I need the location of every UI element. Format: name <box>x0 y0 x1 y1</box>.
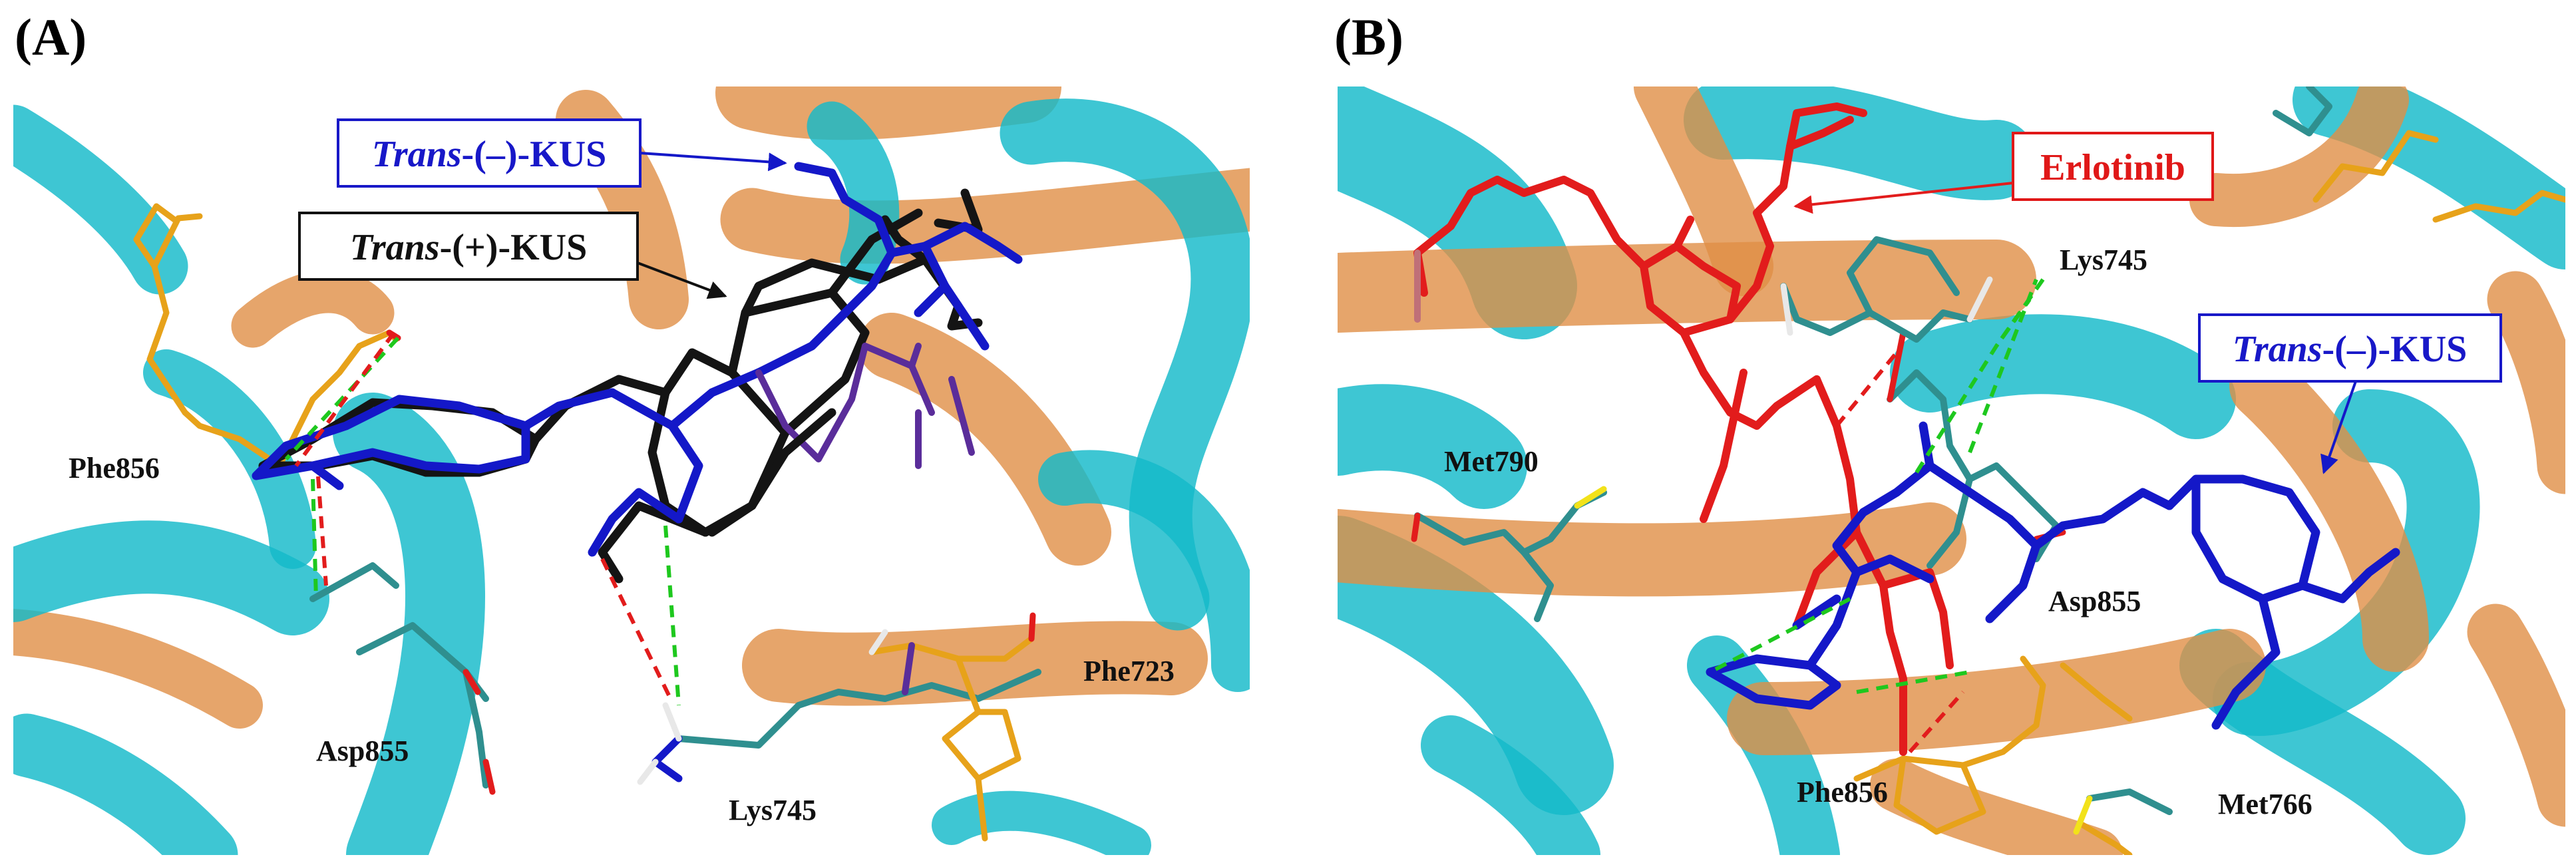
panel-b-label: (B) <box>1334 8 1403 66</box>
panel-a-residue-asp855: Asp855 <box>316 735 409 767</box>
panel-b-top-right-sidechains <box>2273 87 2565 223</box>
panel-b-lys745-sidechain <box>1780 236 1993 343</box>
panel-a-trans-plus-kus-callout: Trans-(+)-KUS <box>298 212 727 299</box>
panel-b-trans-minus-arrow <box>2320 381 2357 474</box>
panel-a-asp855-sidechain <box>309 562 496 795</box>
panel-b-trans-minus-kus-ligand <box>1706 421 2400 730</box>
panel-b-hydrogen-bonds <box>1709 278 2045 753</box>
svg-text:Trans-(–)-KUS: Trans-(–)-KUS <box>372 134 607 175</box>
panel-a-trans-plus-italic: Trans <box>350 227 440 268</box>
panel-b-met766-sidechain <box>2073 788 2173 855</box>
panel-b-residue-asp855: Asp855 <box>2048 585 2141 617</box>
svg-text:Trans-(–)-KUS: Trans-(–)-KUS <box>2233 329 2468 370</box>
panel-a-residue-lys745: Lys745 <box>729 794 817 826</box>
panel-b-erlotinib-text: Erlotinib <box>2040 147 2185 188</box>
panel-b-residue-phe856: Phe856 <box>1797 776 1888 808</box>
panel-a-residue-phe723: Phe723 <box>1083 655 1175 687</box>
panel-a-trans-plus-rest: -(+)-KUS <box>440 227 588 268</box>
panel-a-trans-minus-kus-callout: Trans-(–)-KUS <box>337 118 787 188</box>
panel-b-trans-minus-rest: -(–)-KUS <box>2322 329 2468 370</box>
panel-b-met790-sidechain <box>1411 486 1607 622</box>
panel-b-erlotinib-arrow <box>1793 182 2014 214</box>
panel-b-residue-met766: Met766 <box>2218 788 2312 820</box>
panel-b-trans-minus-kus-callout: Trans-(–)-KUS <box>2198 313 2502 474</box>
panel-b-trans-minus-italic: Trans <box>2233 329 2322 370</box>
panel-a-hydrogen-bonds <box>284 331 681 706</box>
panel-b-erlotinib-callout: Erlotinib <box>1793 132 2214 214</box>
panel-a-residue-phe856: Phe856 <box>69 452 160 484</box>
panel-b-residue-met790: Met790 <box>1444 445 1539 478</box>
panel-a-trans-minus-rest: -(–)-KUS <box>462 134 607 175</box>
panel-a-label: (A) <box>15 8 87 66</box>
panel-b-erlotinib-ligand <box>1413 102 1954 756</box>
panel-b-residue-lys745: Lys745 <box>2060 244 2147 276</box>
panel-b-phe856-sidechain <box>1853 655 2133 835</box>
panel-a-view <box>13 87 1250 855</box>
panel-a-trans-plus-arrow <box>637 261 727 299</box>
svg-text:Trans-(+)-KUS: Trans-(+)-KUS <box>350 227 588 268</box>
panel-a-trans-minus-kus-ligand <box>252 162 1023 557</box>
panel-b-view <box>1338 87 2565 855</box>
panel-a-phe723-sidechain <box>868 612 1036 842</box>
panel-a-trans-minus-arrow <box>640 152 787 172</box>
panel-a-trans-minus-italic: Trans <box>372 134 462 175</box>
